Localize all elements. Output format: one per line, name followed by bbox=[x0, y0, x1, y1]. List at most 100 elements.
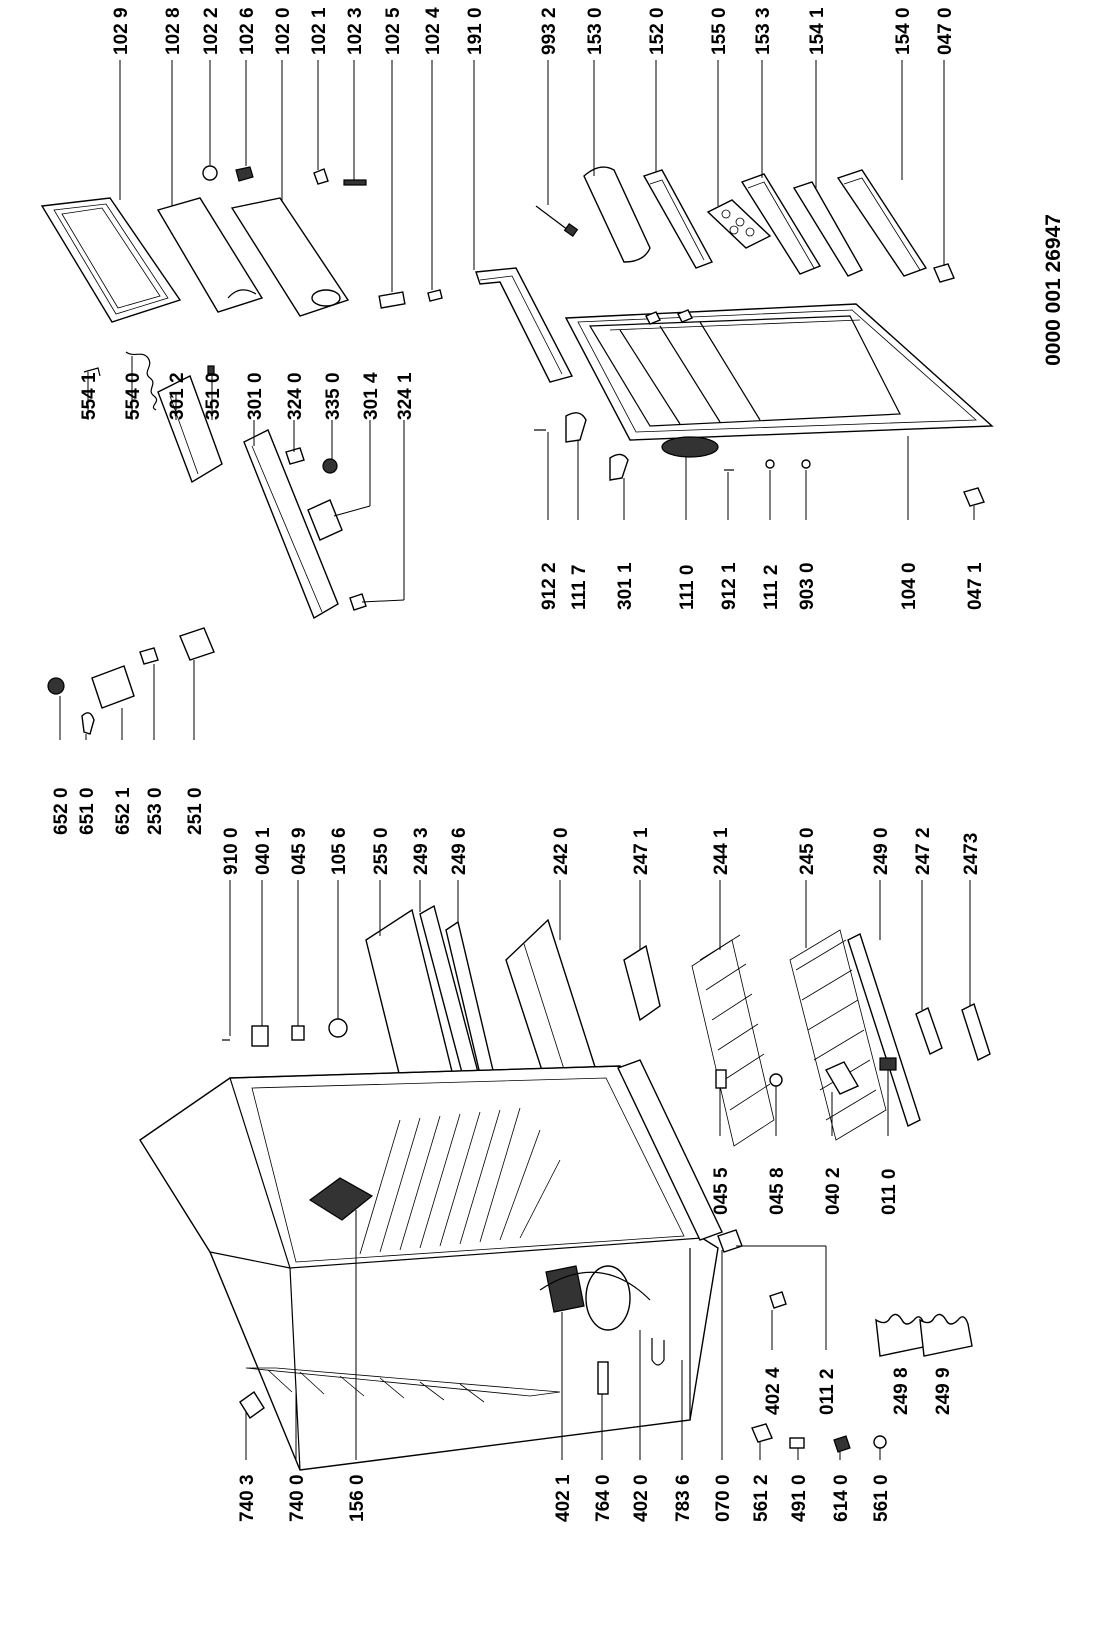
label-7836: 783 6 bbox=[673, 1474, 694, 1522]
part-5540-spring bbox=[125, 351, 158, 411]
label-0458: 045 8 bbox=[767, 1167, 788, 1215]
part-2498-guide bbox=[875, 1313, 929, 1357]
lamp-parts bbox=[47, 627, 215, 735]
part-2473 bbox=[961, 1003, 991, 1061]
label-3241: 324 1 bbox=[395, 372, 416, 420]
part-2499-guide bbox=[919, 1313, 973, 1357]
part-4021-relay bbox=[545, 1265, 585, 1313]
part-9932-sensor bbox=[535, 205, 569, 231]
label-0112: 011 2 bbox=[817, 1369, 838, 1416]
part-0401-bracket bbox=[251, 1025, 269, 1047]
part-2490-strip bbox=[847, 933, 921, 1127]
label-1040: 104 0 bbox=[899, 562, 920, 610]
label-6140: 614 0 bbox=[831, 1474, 852, 1522]
label-6520: 652 0 bbox=[51, 787, 72, 835]
label-2490: 249 0 bbox=[871, 827, 892, 875]
label-1520: 152 0 bbox=[647, 7, 668, 55]
label-0470: 047 0 bbox=[935, 7, 956, 55]
part-1024 bbox=[427, 289, 443, 302]
part-1025 bbox=[378, 291, 406, 309]
label-1530: 153 0 bbox=[585, 7, 606, 55]
part-1541-cover bbox=[792, 181, 863, 277]
part-3241 bbox=[349, 593, 367, 611]
label-4020: 402 0 bbox=[631, 1474, 652, 1522]
part-0112-hinge bbox=[717, 1229, 743, 1253]
part-1021 bbox=[313, 168, 329, 185]
label-1020: 102 0 bbox=[273, 7, 294, 55]
label-3011: 301 1 bbox=[615, 562, 636, 610]
label-2510: 251 0 bbox=[185, 787, 206, 835]
label-3350: 335 0 bbox=[323, 372, 344, 420]
label-2496: 249 6 bbox=[449, 827, 470, 875]
part-4024 bbox=[769, 1291, 787, 1309]
label-2499: 249 9 bbox=[933, 1367, 954, 1415]
label-0402: 040 2 bbox=[823, 1167, 844, 1215]
label-1560: 156 0 bbox=[347, 1474, 368, 1522]
label-2441: 244 1 bbox=[711, 827, 732, 875]
label-1023: 102 3 bbox=[345, 7, 366, 55]
part-1112 bbox=[765, 459, 775, 469]
label-2420: 242 0 bbox=[551, 827, 572, 875]
hinge-hardware bbox=[715, 1057, 973, 1357]
label-1024: 102 4 bbox=[423, 7, 444, 55]
part-1056-bush bbox=[328, 1018, 348, 1038]
label-3510: 351 0 bbox=[203, 372, 224, 420]
part-0700-door-trim bbox=[617, 1059, 723, 1241]
label-4910: 491 0 bbox=[789, 1474, 810, 1522]
label-1025: 102 5 bbox=[383, 7, 404, 55]
door-assembly bbox=[475, 267, 994, 458]
label-2473: 2473 bbox=[961, 833, 982, 875]
part-1530-bin bbox=[583, 166, 651, 263]
label-1021: 102 1 bbox=[309, 7, 330, 55]
control-panel-parts bbox=[83, 351, 367, 620]
label-0110: 011 0 bbox=[879, 1169, 900, 1216]
part-2441-wire-shelf bbox=[691, 939, 775, 1147]
part-0110-screw bbox=[879, 1057, 897, 1071]
part-4910 bbox=[789, 1437, 805, 1449]
part-1117 bbox=[565, 412, 587, 443]
part-1028-panel bbox=[156, 197, 264, 313]
label-4024: 402 4 bbox=[763, 1367, 784, 1415]
part-6510-bulb bbox=[81, 712, 95, 735]
label-3240: 324 0 bbox=[285, 372, 306, 420]
label-7400: 740 0 bbox=[287, 1474, 308, 1522]
label-1029: 102 9 bbox=[111, 7, 132, 55]
label-5540: 554 0 bbox=[123, 372, 144, 420]
part-7640-drier bbox=[597, 1361, 609, 1395]
part-2471-cover bbox=[623, 944, 661, 1022]
label-5541: 554 1 bbox=[79, 372, 100, 420]
label-0700: 070 0 bbox=[713, 1474, 734, 1522]
part-labels: 102 9 102 8 102 2 102 6 102 0 102 1 102 … bbox=[51, 7, 986, 1522]
label-1550: 155 0 bbox=[709, 7, 730, 55]
label-2498: 249 8 bbox=[891, 1367, 912, 1415]
part-6140 bbox=[833, 1435, 851, 1453]
part-3240 bbox=[285, 447, 305, 465]
part-5612 bbox=[751, 1423, 773, 1443]
label-9121: 912 1 bbox=[719, 562, 740, 610]
part-0458-screw bbox=[769, 1073, 783, 1087]
label-9122: 912 2 bbox=[539, 562, 560, 610]
part-5610 bbox=[873, 1435, 887, 1449]
label-0471: 047 1 bbox=[965, 562, 986, 610]
label-2472: 247 2 bbox=[913, 827, 934, 875]
label-7640: 764 0 bbox=[593, 1474, 614, 1522]
label-1110: 111 0 bbox=[677, 565, 698, 610]
label-9932: 993 2 bbox=[539, 7, 560, 55]
part-2472 bbox=[915, 1007, 943, 1055]
label-3014: 301 4 bbox=[361, 372, 382, 420]
label-1112: 111 2 bbox=[761, 565, 782, 610]
label-1541: 154 1 bbox=[807, 7, 828, 55]
label-0455: 045 5 bbox=[711, 1167, 732, 1215]
label-6510: 651 0 bbox=[77, 787, 98, 835]
part-1029-frame bbox=[40, 197, 182, 323]
label-5610: 561 0 bbox=[871, 1474, 892, 1522]
part-3012-housing bbox=[157, 375, 223, 484]
label-2550: 255 0 bbox=[371, 827, 392, 875]
label-1910: 191 0 bbox=[465, 7, 486, 55]
part-1533-bin bbox=[740, 173, 822, 275]
cabinet-small-parts bbox=[222, 412, 985, 1047]
part-4020-compressor bbox=[585, 1265, 631, 1331]
part-7400-condenser bbox=[245, 1367, 561, 1397]
label-5612: 561 2 bbox=[751, 1474, 772, 1522]
